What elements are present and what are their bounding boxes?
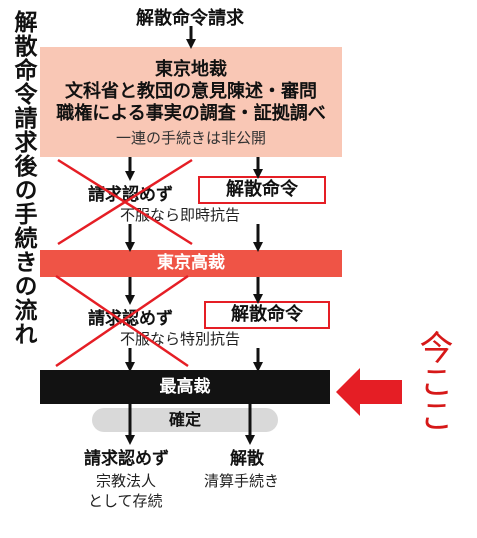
level1-note: 不服なら即時抗告 — [120, 206, 241, 224]
tokyo-district-line1: 文科省と教団の意見陳述・審問 — [65, 81, 317, 102]
level2-order: 解散命令 — [204, 301, 330, 329]
outcome-reject: 請求認めず — [84, 449, 169, 469]
outcome-dissolve: 解散 — [230, 449, 264, 469]
level2-reject: 請求認めず — [88, 309, 173, 329]
supreme-title: 最高裁 — [159, 377, 211, 397]
tokyo-high-bar: 東京高裁 — [40, 250, 342, 277]
level1-reject: 請求認めず — [88, 185, 173, 205]
outcome-dissolve-note: 清算手続き — [204, 472, 280, 490]
vertical-title: 解散命令請求後の手続きの流れ — [10, 10, 36, 346]
tokyo-high-title: 東京高裁 — [157, 253, 225, 273]
tokyo-district-note: 一連の手続きは非公開 — [115, 129, 266, 147]
confirm-title: 確定 — [168, 410, 201, 429]
outcome-reject-note1: 宗教法人 — [96, 472, 157, 490]
tokyo-district-box: 東京地裁 文科省と教団の意見陳述・審問 職権による事実の調査・証拠調べ 一連の手… — [40, 47, 342, 157]
red-pointer-arrow — [336, 368, 402, 416]
tokyo-district-line2: 職権による事実の調査・証拠調べ — [56, 103, 326, 124]
level1-order: 解散命令 — [198, 176, 326, 204]
outcome-reject-note2: として存続 — [88, 492, 163, 510]
level2-note: 不服なら特別抗告 — [120, 330, 241, 348]
tokyo-district-title: 東京地裁 — [155, 59, 227, 80]
confirm-pill: 確定 — [92, 408, 278, 432]
top-label: 解散命令請求 — [136, 8, 244, 29]
supreme-bar: 最高裁 — [40, 370, 330, 404]
annotation-text: 今ここ — [413, 330, 453, 432]
